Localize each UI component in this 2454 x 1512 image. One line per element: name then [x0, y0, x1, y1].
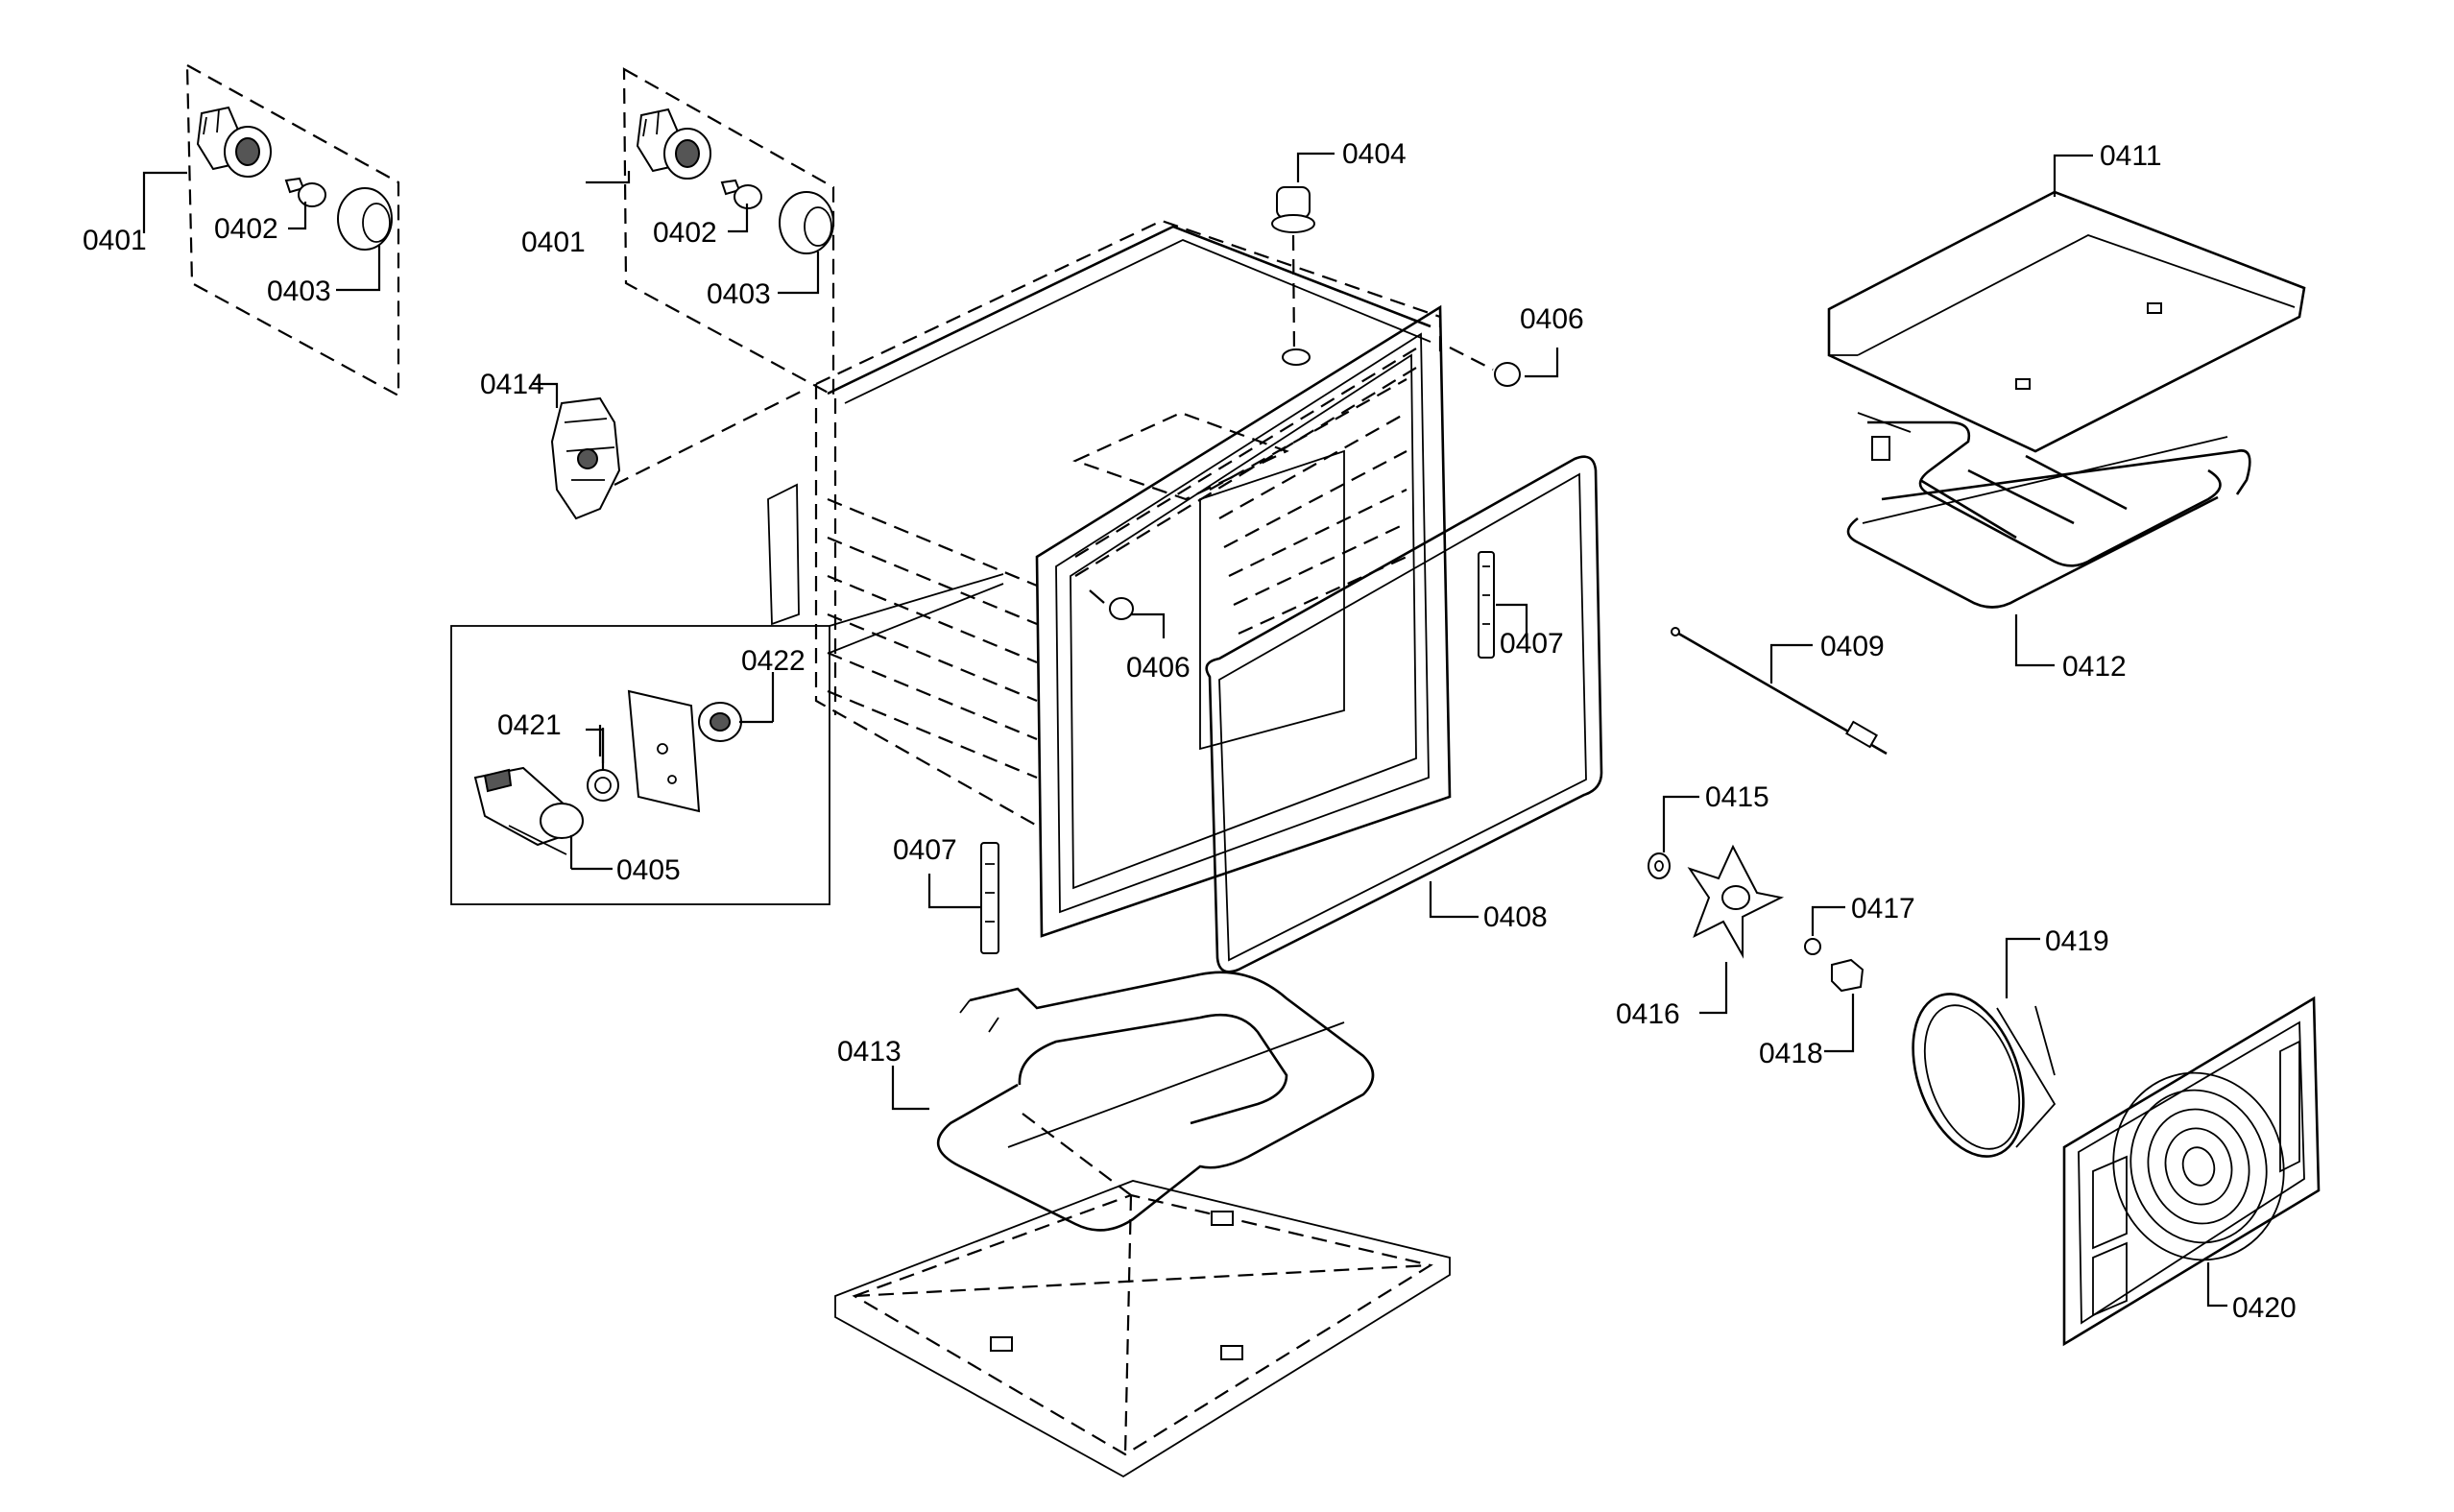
front-frame	[1035, 304, 1452, 938]
mounting-plate-icon	[627, 689, 701, 813]
label-0401b: 0401	[521, 227, 586, 258]
rack-ribs-left	[827, 497, 1038, 780]
top-element-0412	[1846, 412, 2251, 667]
label-0408: 0408	[1483, 901, 1548, 933]
label-0406a: 0406	[1520, 303, 1584, 335]
fan-element-0419	[1912, 937, 2057, 1158]
label-0420: 0420	[2232, 1292, 2297, 1324]
bottom-panel	[834, 1113, 1451, 1478]
hinge-0407-left	[927, 842, 999, 954]
label-0419: 0419	[2045, 925, 2109, 957]
label-0411: 0411	[2100, 140, 2162, 172]
cap-0418	[1824, 958, 1865, 1053]
label-0421: 0421	[497, 709, 562, 741]
lamp-cover-icon	[337, 187, 393, 251]
label-0414: 0414	[480, 369, 544, 400]
nut-0422-icon	[698, 702, 742, 742]
washer-0415	[1648, 795, 1699, 879]
lamp-cover-icon	[779, 191, 834, 254]
oven-cavity	[767, 219, 1452, 938]
bottom-element-0413	[891, 971, 1375, 1232]
lamp-socket-icon	[636, 108, 711, 180]
label-0417: 0417	[1851, 893, 1915, 924]
label-0415: 0415	[1705, 781, 1769, 813]
fitting-0404	[1271, 152, 1335, 366]
thermostat-0405-icon	[473, 766, 584, 855]
lamp-assembly-left	[142, 63, 400, 397]
thermostat-inset	[450, 573, 1004, 905]
label-0412: 0412	[2062, 651, 2127, 683]
part-labels: 0401 0402 0403 0401 0402 0403 0404 0405 …	[83, 138, 2297, 1324]
door-gasket-0408	[1205, 455, 1603, 973]
label-0422: 0422	[741, 645, 806, 677]
nut-0406-front	[1089, 589, 1166, 638]
heat-shield-0411	[1827, 154, 2306, 453]
label-0402a: 0402	[214, 213, 278, 245]
hinge-0407-right	[1478, 551, 1528, 659]
label-0407b: 0407	[893, 834, 957, 866]
lamp-bulb-icon	[284, 177, 326, 207]
label-0413: 0413	[837, 1036, 902, 1068]
lamp-bulb-icon	[720, 179, 762, 209]
label-0416: 0416	[1616, 998, 1680, 1030]
back-panel-0420	[2062, 996, 2321, 1347]
nut-0406-top	[1449, 347, 1559, 387]
fan-blade-0416	[1687, 844, 1785, 1015]
label-0403a: 0403	[267, 276, 331, 307]
label-0406b: 0406	[1126, 652, 1191, 684]
ring-0421-icon	[587, 769, 619, 802]
label-0404: 0404	[1342, 138, 1407, 170]
label-0418: 0418	[1759, 1038, 1823, 1069]
label-0402b: 0402	[653, 217, 717, 249]
lamp-assembly-right	[586, 67, 835, 397]
nut-0417	[1804, 905, 1845, 955]
label-0403b: 0403	[707, 278, 771, 310]
motor-0414	[533, 382, 807, 520]
label-0409: 0409	[1820, 631, 1885, 662]
lamp-socket-icon	[196, 106, 272, 178]
sensor-probe-0409	[1671, 627, 1888, 756]
label-0407a: 0407	[1500, 628, 1564, 660]
label-0401a: 0401	[83, 225, 147, 256]
label-0405: 0405	[616, 854, 681, 886]
